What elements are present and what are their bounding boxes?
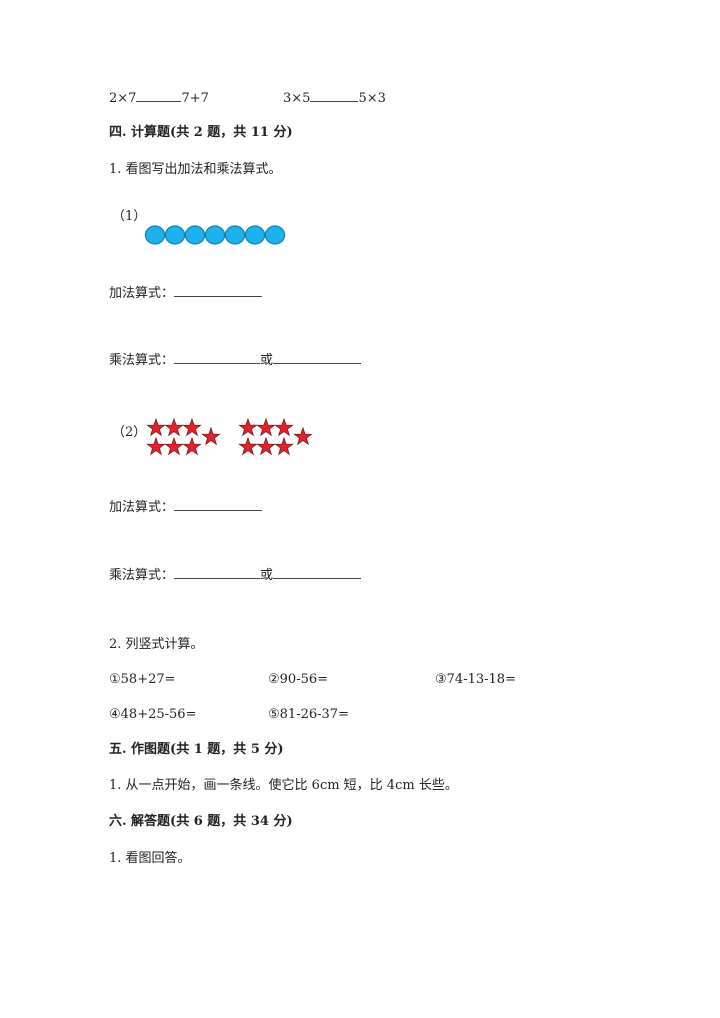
section4-heading: 四. 计算题(共 2 题，共 11 分): [109, 125, 293, 140]
stars-figure: [146, 418, 313, 455]
section6-heading: 六. 解答题(共 6 题，共 34 分): [109, 814, 293, 829]
multiplication-label: 乘法算式：: [109, 568, 175, 583]
multiplication-blank-1[interactable]: [174, 350, 261, 364]
addition-label: 加法算式：: [109, 286, 175, 301]
or-label: 或: [260, 568, 274, 583]
or-label: 或: [260, 353, 274, 368]
multiplication-blank-1[interactable]: [174, 565, 261, 579]
compare-1-blank[interactable]: [136, 88, 182, 102]
multiplication-blank-2[interactable]: [273, 350, 362, 364]
part2-addition-row: 加法算式：: [109, 497, 263, 517]
calc-item-3: ③74-13-18=: [435, 672, 516, 687]
calc-item-2: ②90-56=: [268, 672, 329, 687]
multiplication-blank-2[interactable]: [273, 565, 362, 579]
part1-label: （1）: [112, 209, 147, 224]
part2-multiplication-row: 乘法算式： 或: [109, 565, 362, 585]
compare-2-blank[interactable]: [310, 88, 359, 102]
compare-1-left: 2×7: [109, 91, 137, 106]
section5-heading: 五. 作图题(共 1 题，共 5 分): [109, 742, 284, 757]
section5-q1: 1. 从一点开始，画一条线。使它比 6cm 短，比 4cm 长些。: [109, 778, 458, 793]
q1-prompt: 1. 看图写出加法和乘法算式。: [109, 162, 282, 177]
addition-blank[interactable]: [174, 283, 263, 297]
calc-item-1: ①58+27=: [109, 672, 176, 687]
section6-q1: 1. 看图回答。: [109, 851, 191, 866]
compare-row: 2×7 7+7: [109, 88, 209, 108]
addition-label: 加法算式：: [109, 500, 175, 515]
part2-label: （2）: [112, 425, 147, 440]
compare-row-2: 3×5 5×3: [283, 88, 386, 108]
addition-blank[interactable]: [174, 497, 263, 511]
part1-multiplication-row: 乘法算式： 或: [109, 350, 362, 370]
compare-2-left: 3×5: [283, 91, 311, 106]
part1-addition-row: 加法算式：: [109, 283, 263, 303]
compare-2-right: 5×3: [358, 91, 386, 106]
q2-prompt: 2. 列竖式计算。: [109, 637, 204, 652]
calc-item-4: ④48+25-56=: [109, 707, 197, 722]
calc-item-5: ⑤81-26-37=: [268, 707, 349, 722]
circles-figure: [144, 225, 286, 245]
compare-1-right: 7+7: [181, 91, 209, 106]
multiplication-label: 乘法算式：: [109, 353, 175, 368]
